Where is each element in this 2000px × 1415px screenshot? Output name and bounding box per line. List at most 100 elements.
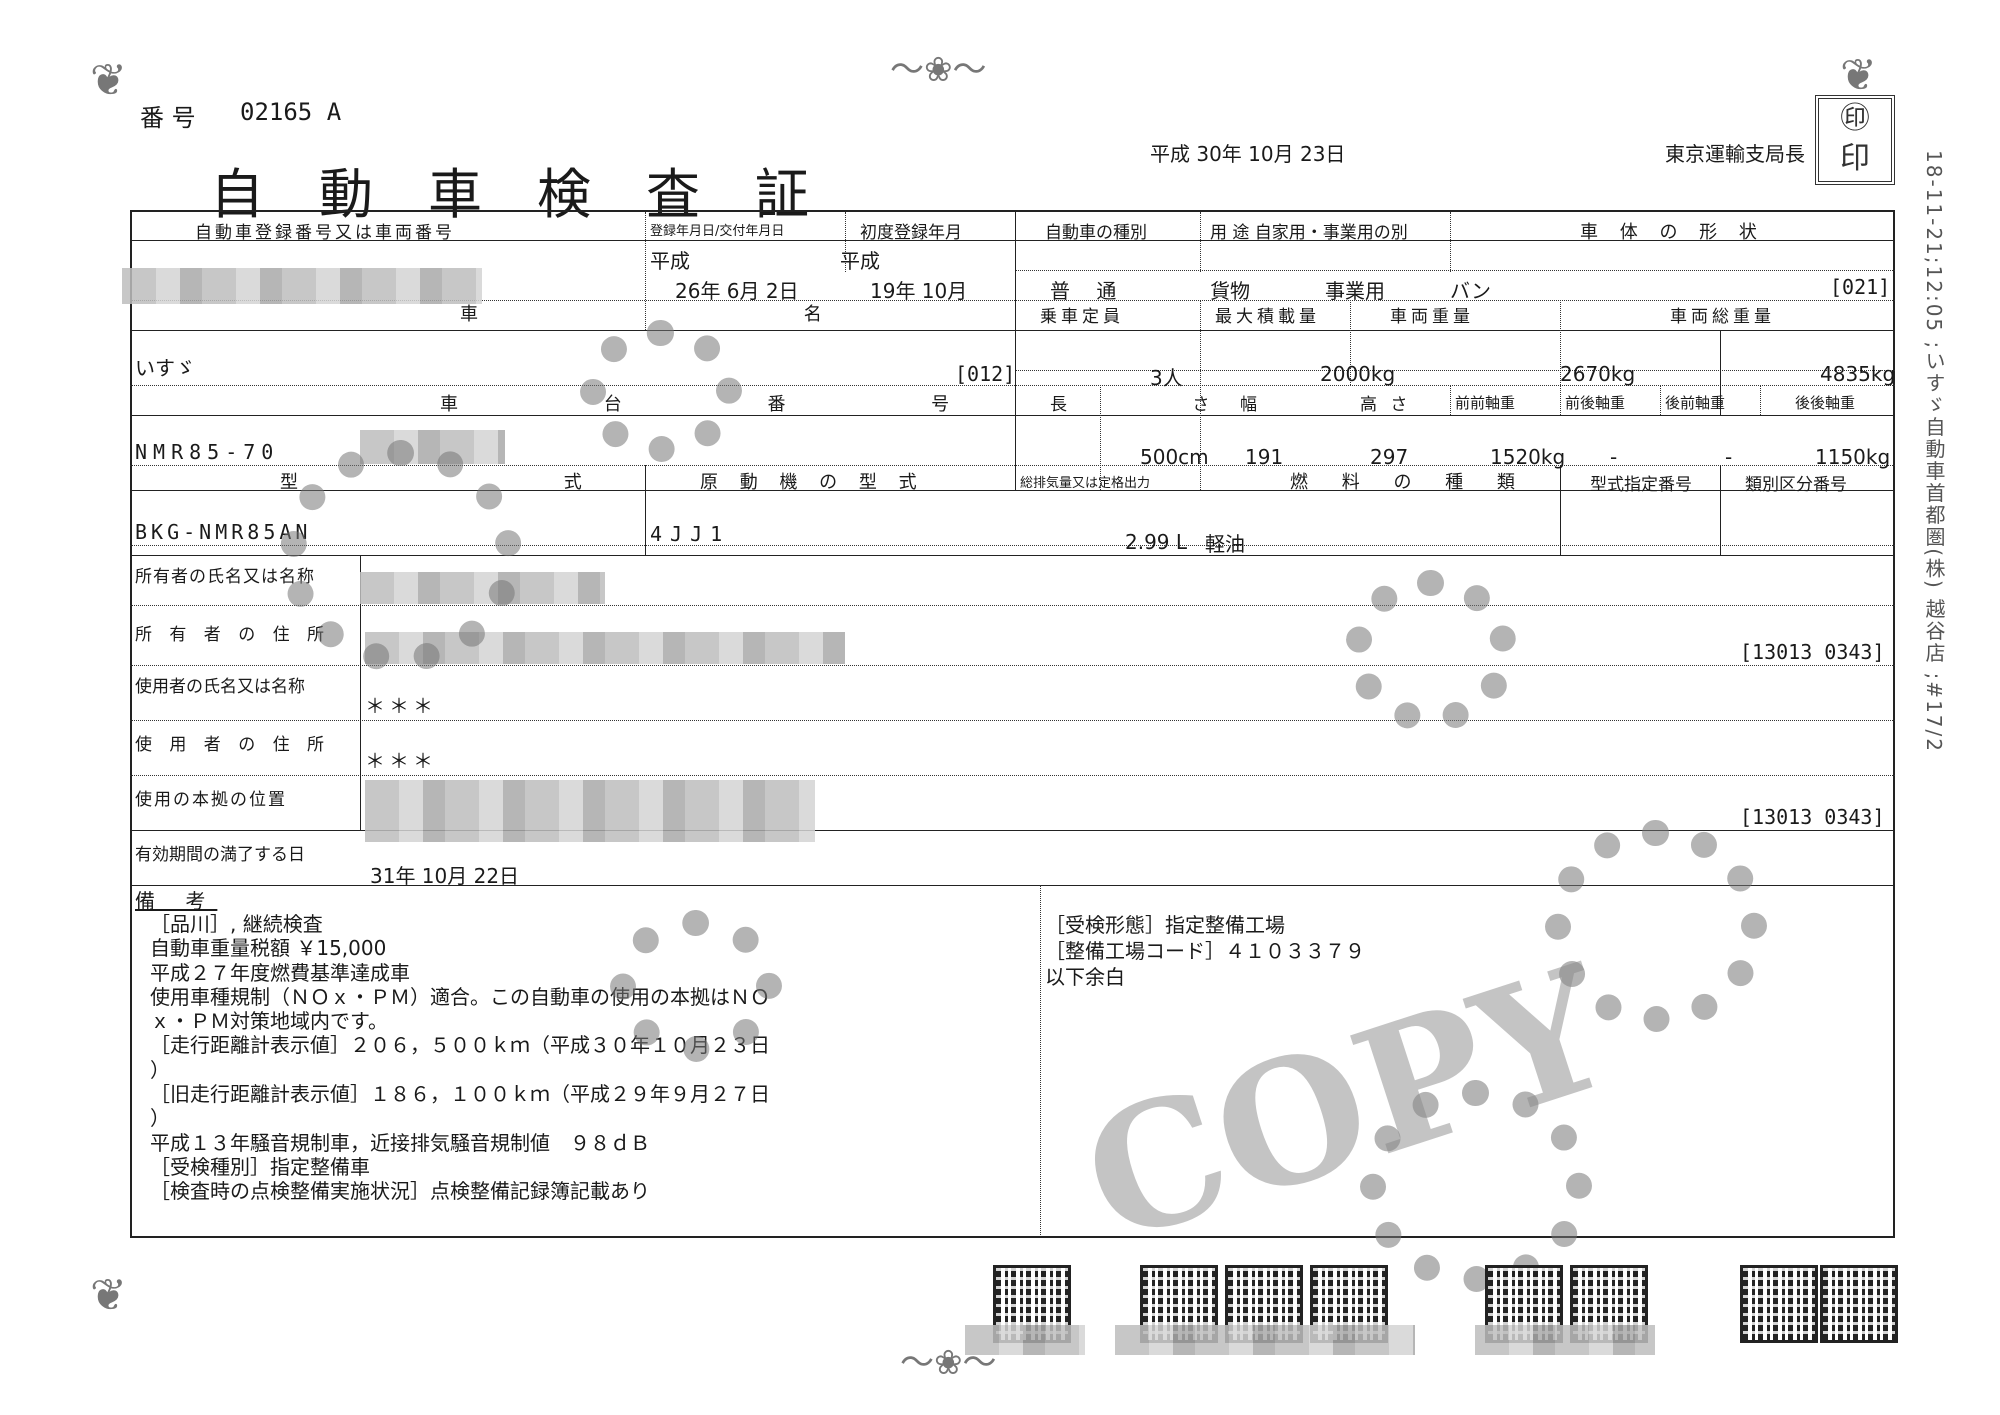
label-vehicle-type: 自動車の種別 xyxy=(1045,223,1147,243)
redacted-reg-number xyxy=(122,268,482,304)
base-code: [13013 0343] xyxy=(1740,805,1885,829)
weight-value: 2670kg xyxy=(1560,362,1636,386)
max-load-value: 2000kg xyxy=(1320,362,1396,386)
ff-axle-value: 1520kg xyxy=(1490,445,1566,469)
remark-line: ［走行距離計表示値］２０６，５００ｋｍ（平成３０年１０月２３日 xyxy=(150,1033,770,1058)
issue-date: 平成 30年 10月 23日 xyxy=(1150,142,1346,166)
rf-axle-value: - xyxy=(1725,445,1733,469)
fax-stamp: 18-11-21;12:05 ;いすゞ自動車首都圏(株) 越谷店 ;#17/2 xyxy=(1922,150,1946,753)
ornament-top-center: 〜❀〜 xyxy=(890,50,987,90)
label-width: 幅 xyxy=(1240,395,1257,415)
label-model: 型 式 xyxy=(280,472,712,493)
issuer: 東京運輸支局長 xyxy=(1665,142,1805,166)
label-weight: 車両重量 xyxy=(1390,307,1474,327)
business-value: 事業用 xyxy=(1325,279,1385,303)
length-value: 500cm xyxy=(1140,445,1209,469)
label-gross-weight: 車両総重量 xyxy=(1670,307,1775,327)
rr-axle-value: 1150kg xyxy=(1815,445,1891,469)
capacity-value: 3人 xyxy=(1150,366,1183,390)
user-name-value: ＊＊＊ xyxy=(365,694,437,718)
owner-code: [13013 0343] xyxy=(1740,640,1885,664)
number-value: 02165 A xyxy=(240,98,342,126)
body-shape-value: バン xyxy=(1450,279,1491,303)
remark-line: ［旧走行距離計表示値］１８６，１００ｋｍ（平成２９年９月２７日 xyxy=(150,1082,770,1107)
qr-code-icon xyxy=(1740,1265,1818,1343)
first-reg-value: 19年 10月 xyxy=(870,279,968,303)
remark-line: ［検査時の点検整備実施状況］点検整備記録簿記載あり xyxy=(150,1179,650,1204)
redacted-base xyxy=(365,780,815,842)
label-maker: 車 名 xyxy=(460,304,982,325)
displacement-value: 2.99 L xyxy=(1125,530,1188,554)
remarks-right: ［受検形態］指定整備工場 ［整備工場コード］４１０３３７９ 以下余白 xyxy=(1045,912,1365,990)
label-base: 使用の本拠の位置 xyxy=(135,790,287,810)
remark-line: ［整備工場コード］４１０３３７９ xyxy=(1045,939,1365,963)
label-fr-axle: 前後軸重 xyxy=(1565,394,1626,412)
remark-line: ） xyxy=(150,1057,170,1082)
usage-value: 貨物 xyxy=(1210,279,1250,303)
vehicle-type-value: 普 通 xyxy=(1050,279,1127,303)
height-value: 297 xyxy=(1370,445,1409,469)
redacted-qr-caption xyxy=(1115,1325,1415,1355)
label-category: 類別区分番号 xyxy=(1745,475,1847,495)
model-value: BKG-NMR85AN xyxy=(135,520,312,544)
redacted-qr-caption xyxy=(965,1325,1085,1355)
label-max-load: 最大積載量 xyxy=(1215,307,1320,327)
remark-line: 平成２７年度燃費基準達成車 xyxy=(150,960,410,985)
user-address-value: ＊＊＊ xyxy=(365,749,437,773)
remarks-left: ［品川］, 継続検査 自動車重量税額 ￥15,000 平成２７年度燃費基準達成車… xyxy=(150,912,770,1204)
label-expiry: 有効期間の満了する日 xyxy=(135,845,305,865)
first-reg-era: 平成 xyxy=(840,249,880,273)
chassis-value: NMR85-70 xyxy=(135,440,280,464)
maker-code: [012] xyxy=(955,362,1016,386)
body-shape-code: [021] xyxy=(1830,275,1891,299)
label-body-shape: 車 体 の 形 状 xyxy=(1580,222,1765,243)
label-reg-number: 自動車登録番号又は車両番号 xyxy=(195,223,455,243)
remark-line: 自動車重量税額 ￥15,000 xyxy=(150,936,387,961)
label-ff-axle: 前前軸重 xyxy=(1455,394,1516,412)
remark-line: ［受検種別］指定整備車 xyxy=(150,1154,370,1179)
redacted-owner-address xyxy=(365,632,845,664)
label-usage: 用 途 自家用・事業用の別 xyxy=(1210,223,1408,243)
label-reg-date: 登録年月日/交付年月日 xyxy=(650,224,785,239)
ornament-bottom-left: ❦ xyxy=(90,1270,127,1321)
label-rr-axle: 後後軸重 xyxy=(1795,394,1856,412)
label-length: 長 さ xyxy=(1050,395,1270,415)
label-owner-name: 所有者の氏名又は名称 xyxy=(135,567,315,587)
remark-line: ［品川］, 継続検査 xyxy=(150,912,323,936)
redacted-qr-caption xyxy=(1475,1325,1655,1355)
label-displacement: 総排気量又は定格出力 xyxy=(1020,476,1151,491)
width-value: 191 xyxy=(1245,445,1284,469)
label-capacity: 乗車定員 xyxy=(1040,307,1124,327)
official-seal-icon: ㊞印 xyxy=(1815,95,1895,185)
ornament-top-right: ❦ xyxy=(1840,50,1877,101)
label-type-designation: 型式指定番号 xyxy=(1590,475,1692,495)
label-user-name: 使用者の氏名又は名称 xyxy=(135,677,305,697)
label-first-reg: 初度登録年月 xyxy=(860,223,962,243)
label-engine: 原 動 機 の 型 式 xyxy=(700,472,925,493)
remark-line: 平成１３年騒音規制車，近接排気騒音規制値 ９８ｄＢ xyxy=(150,1130,650,1155)
expiry-value: 31年 10月 22日 xyxy=(370,864,520,888)
redacted-owner-name xyxy=(360,572,605,604)
label-rf-axle: 後前軸重 xyxy=(1665,394,1726,412)
label-fuel: 燃 料 の 種 類 xyxy=(1290,472,1529,493)
remark-line: 以下余白 xyxy=(1045,965,1125,989)
gross-weight-value: 4835kg xyxy=(1820,362,1896,386)
fuel-value: 軽油 xyxy=(1205,532,1245,556)
remark-line: ［受検形態］指定整備工場 xyxy=(1045,913,1285,937)
remarks-label: 備 考 xyxy=(135,889,218,913)
remark-line: 使用車種規制（ＮＯｘ・ＰＭ）適合。この自動車の使用の本拠はＮＯ xyxy=(150,984,770,1009)
number-label: 番 号 xyxy=(140,104,196,132)
qr-code-icon xyxy=(1820,1265,1898,1343)
fr-axle-value: - xyxy=(1610,445,1618,469)
label-chassis: 車 台 番 号 xyxy=(440,394,1020,415)
engine-value: 4JJ1 xyxy=(650,522,731,546)
remark-line: ｘ・ＰＭ対策地域内です。 xyxy=(150,1009,388,1034)
remark-line: ） xyxy=(150,1106,170,1131)
reg-date-era: 平成 xyxy=(650,249,690,273)
reg-date-value: 26年 6月 2日 xyxy=(675,279,799,303)
label-user-address: 使 用 者 の 住 所 xyxy=(135,735,331,755)
ornament-top-left: ❦ xyxy=(90,55,127,106)
certificate-frame xyxy=(130,210,1895,1238)
page-title: 自動車検査証 xyxy=(210,163,864,226)
redacted-chassis xyxy=(360,430,505,464)
